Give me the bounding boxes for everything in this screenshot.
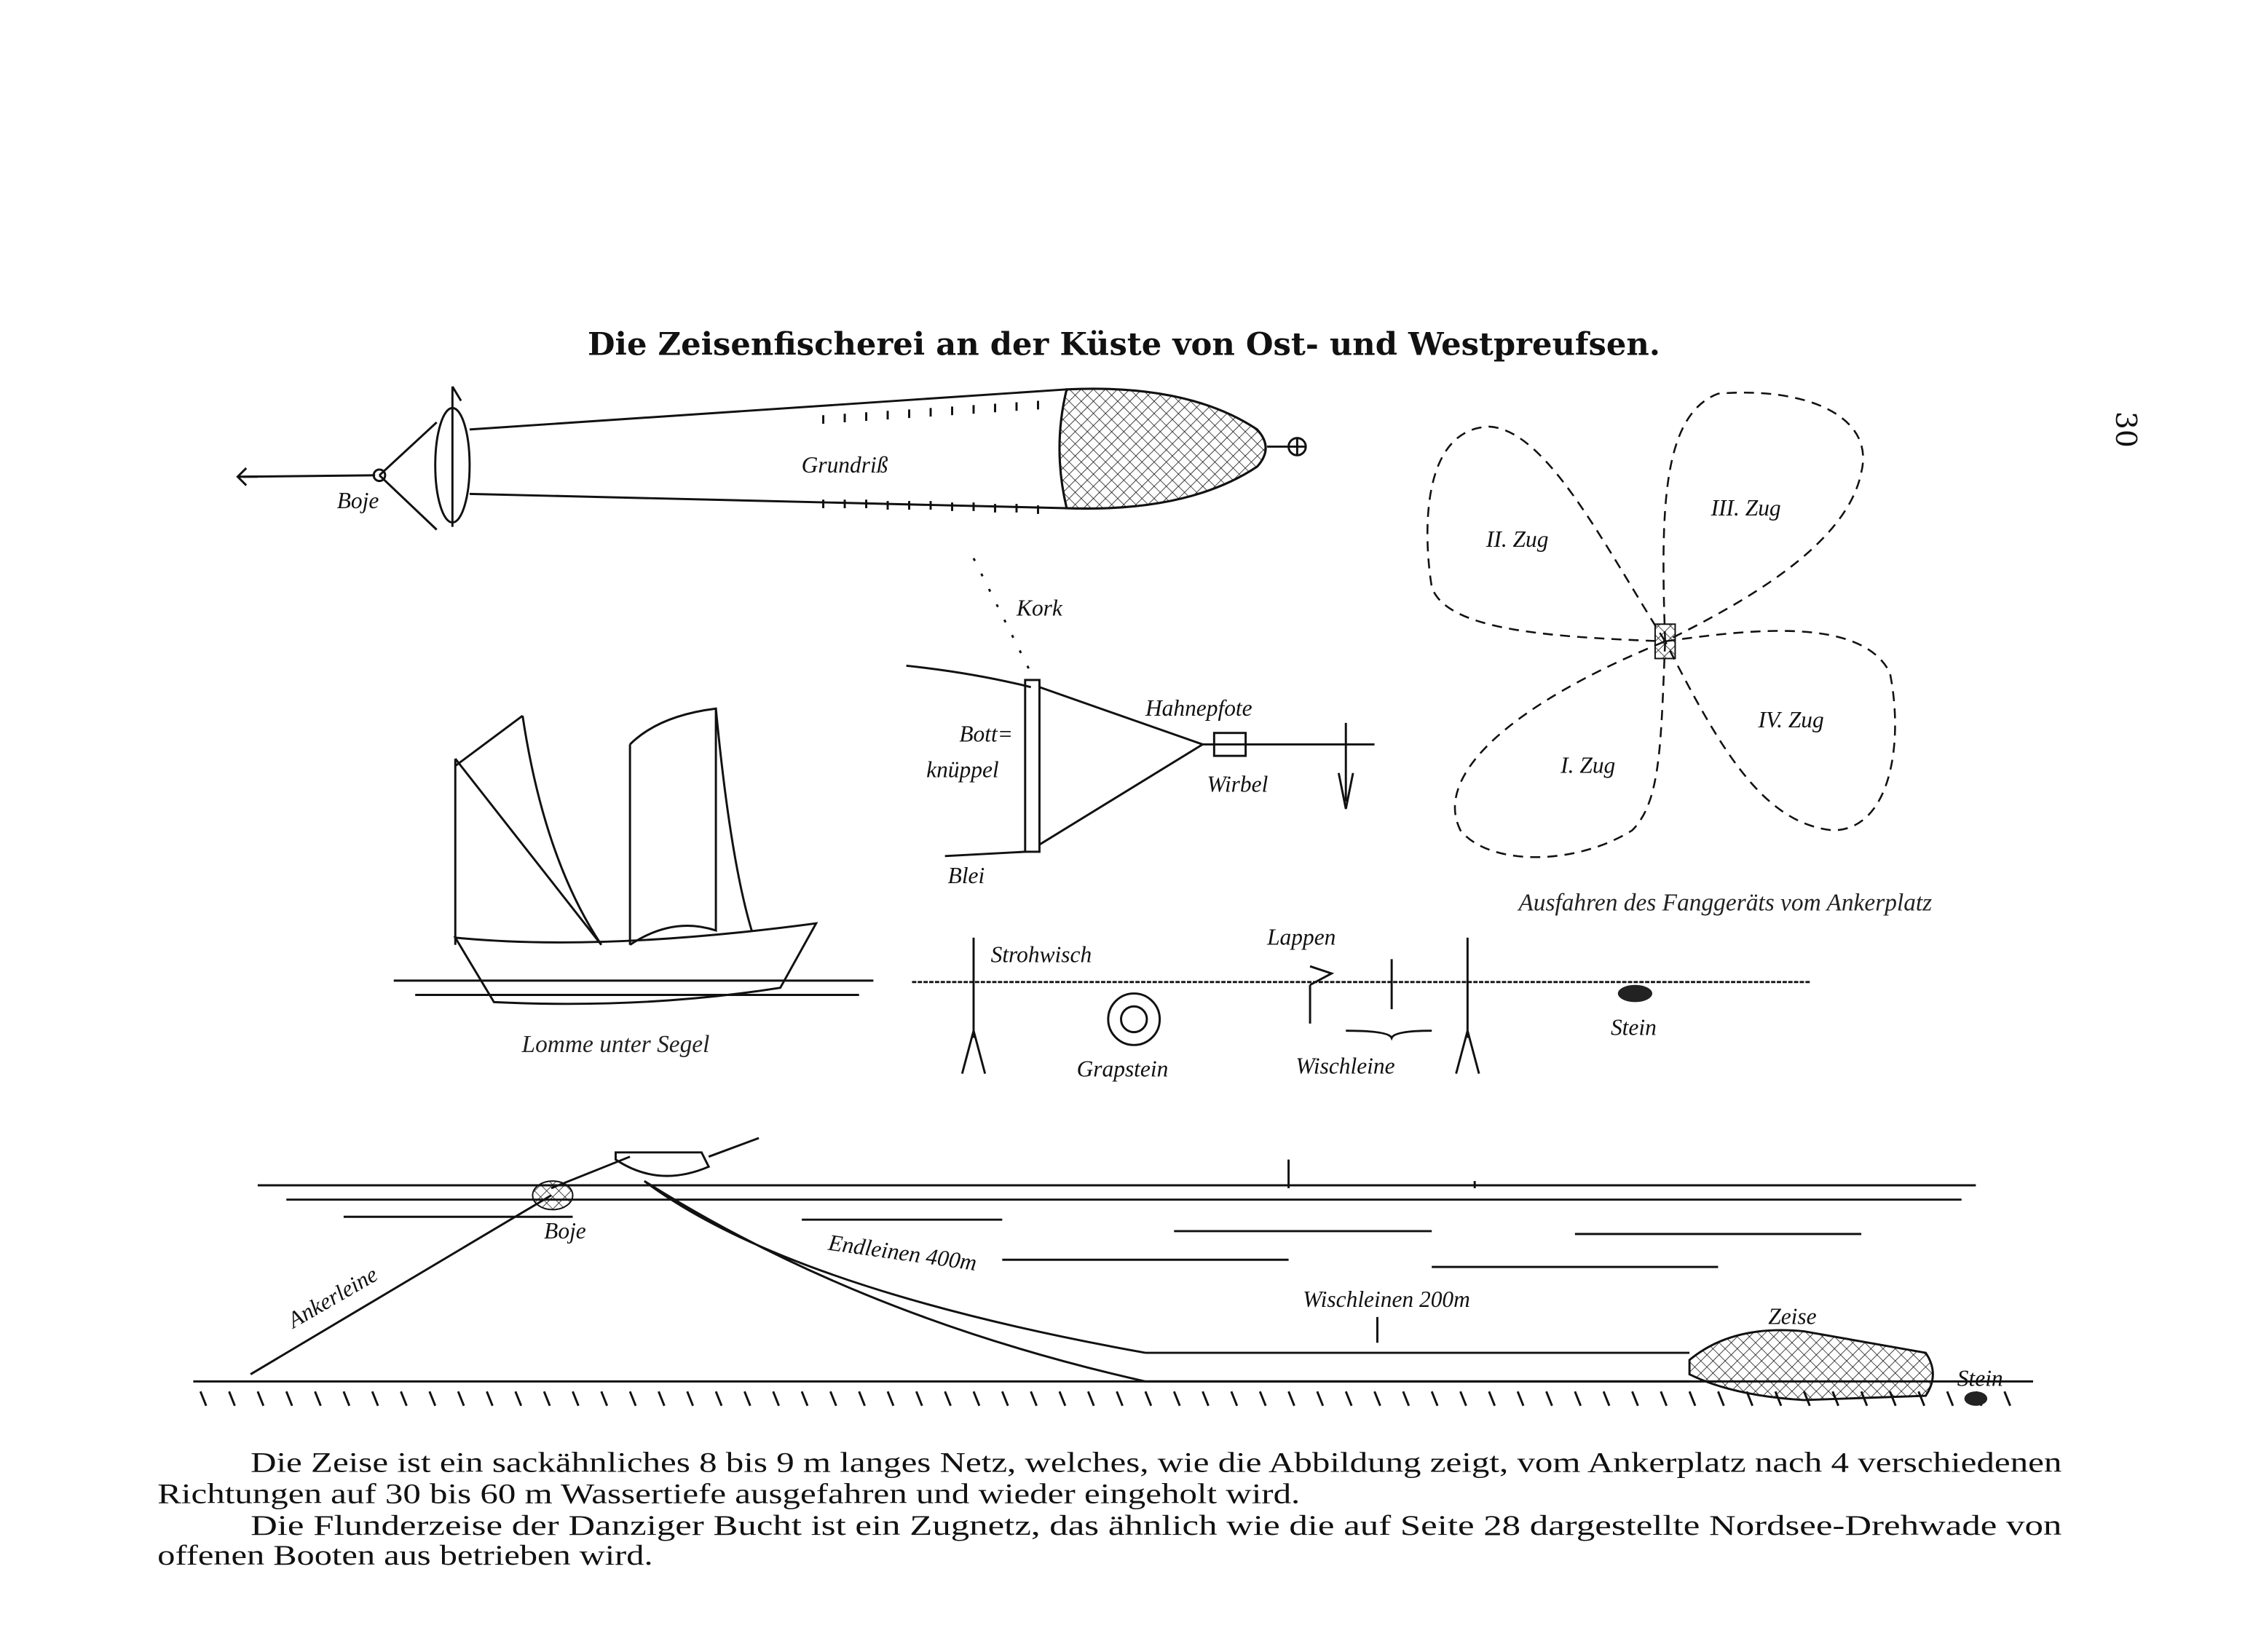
buoy-icon	[372, 468, 387, 483]
rig-detail-figure: Kork Bott= knüppel Hahnepfote Wirbel Ble…	[906, 558, 1375, 888]
label-hahnepfote: Hahnepfote	[1145, 695, 1252, 721]
label-lappen: Lappen	[1266, 925, 1335, 950]
section-view-figure: Boje Ankerleine Endleinen 400m Wischlein…	[193, 1137, 2034, 1407]
label-grapstein: Grapstein	[1077, 1056, 1169, 1082]
sailboat-caption: Lomme unter Segel	[521, 1031, 710, 1058]
label-endleinen: Endleinen 400m	[826, 1230, 978, 1276]
line-detail-figure: Strohwisch Lappen Grapstein Wischleine S…	[912, 925, 1812, 1082]
paragraph-2-line-1: Die Flunderzeise der Danziger Bucht ist …	[250, 1509, 2062, 1541]
paragraph-1-line-2: Richtungen auf 30 bis 60 m Wassertiefe a…	[157, 1478, 1300, 1510]
hauls-diagram: I. Zug II. Zug III. Zug IV. Zug Ausfahre…	[1427, 391, 1932, 917]
paragraph-2-line-2: offenen Booten aus betrieben wird.	[157, 1539, 652, 1571]
label-knueppel: knüppel	[926, 757, 999, 783]
label-zug-2: II. Zug	[1486, 526, 1549, 552]
label-zeise: Zeise	[1768, 1304, 1816, 1329]
label-zug-1: I. Zug	[1560, 753, 1615, 778]
label-bott: Bott=	[959, 721, 1013, 746]
paragraph-1-line-1: Die Zeise ist ein sackähnliches 8 bis 9 …	[250, 1446, 2062, 1478]
page-title: Die Zeisenfischerei an der Küste von Ost…	[588, 326, 1660, 363]
label-strohwisch: Strohwisch	[991, 941, 1092, 967]
body-text: Die Zeise ist ein sackähnliches 8 bis 9 …	[157, 1446, 2061, 1571]
label-boje-section: Boje	[544, 1218, 586, 1244]
label-wirbel: Wirbel	[1207, 771, 1269, 797]
label-kork: Kork	[1016, 595, 1063, 620]
label-stein: Stein	[1611, 1015, 1657, 1040]
label-grundriss: Grundriß	[802, 452, 888, 478]
page-number: 30	[2109, 411, 2142, 448]
label-boje: Boje	[337, 488, 379, 513]
label-zug-3: III. Zug	[1711, 495, 1781, 521]
label-blei: Blei	[948, 863, 985, 888]
label-zug-4: IV. Zug	[1757, 707, 1823, 732]
label-stein-section: Stein	[1957, 1365, 2003, 1391]
hauls-caption: Ausfahren des Fanggeräts vom Ankerplatz	[1517, 890, 1932, 917]
label-ankerleine: Ankerleine	[282, 1261, 382, 1333]
net-bag	[1058, 387, 1267, 510]
label-wischleinen: Wischleinen 200m	[1303, 1287, 1470, 1312]
sailboat-figure: Lomme unter Segel	[393, 707, 874, 1058]
plan-view-figure: Boje Grundriß	[236, 386, 1307, 531]
label-wischleine: Wischleine	[1295, 1054, 1394, 1079]
